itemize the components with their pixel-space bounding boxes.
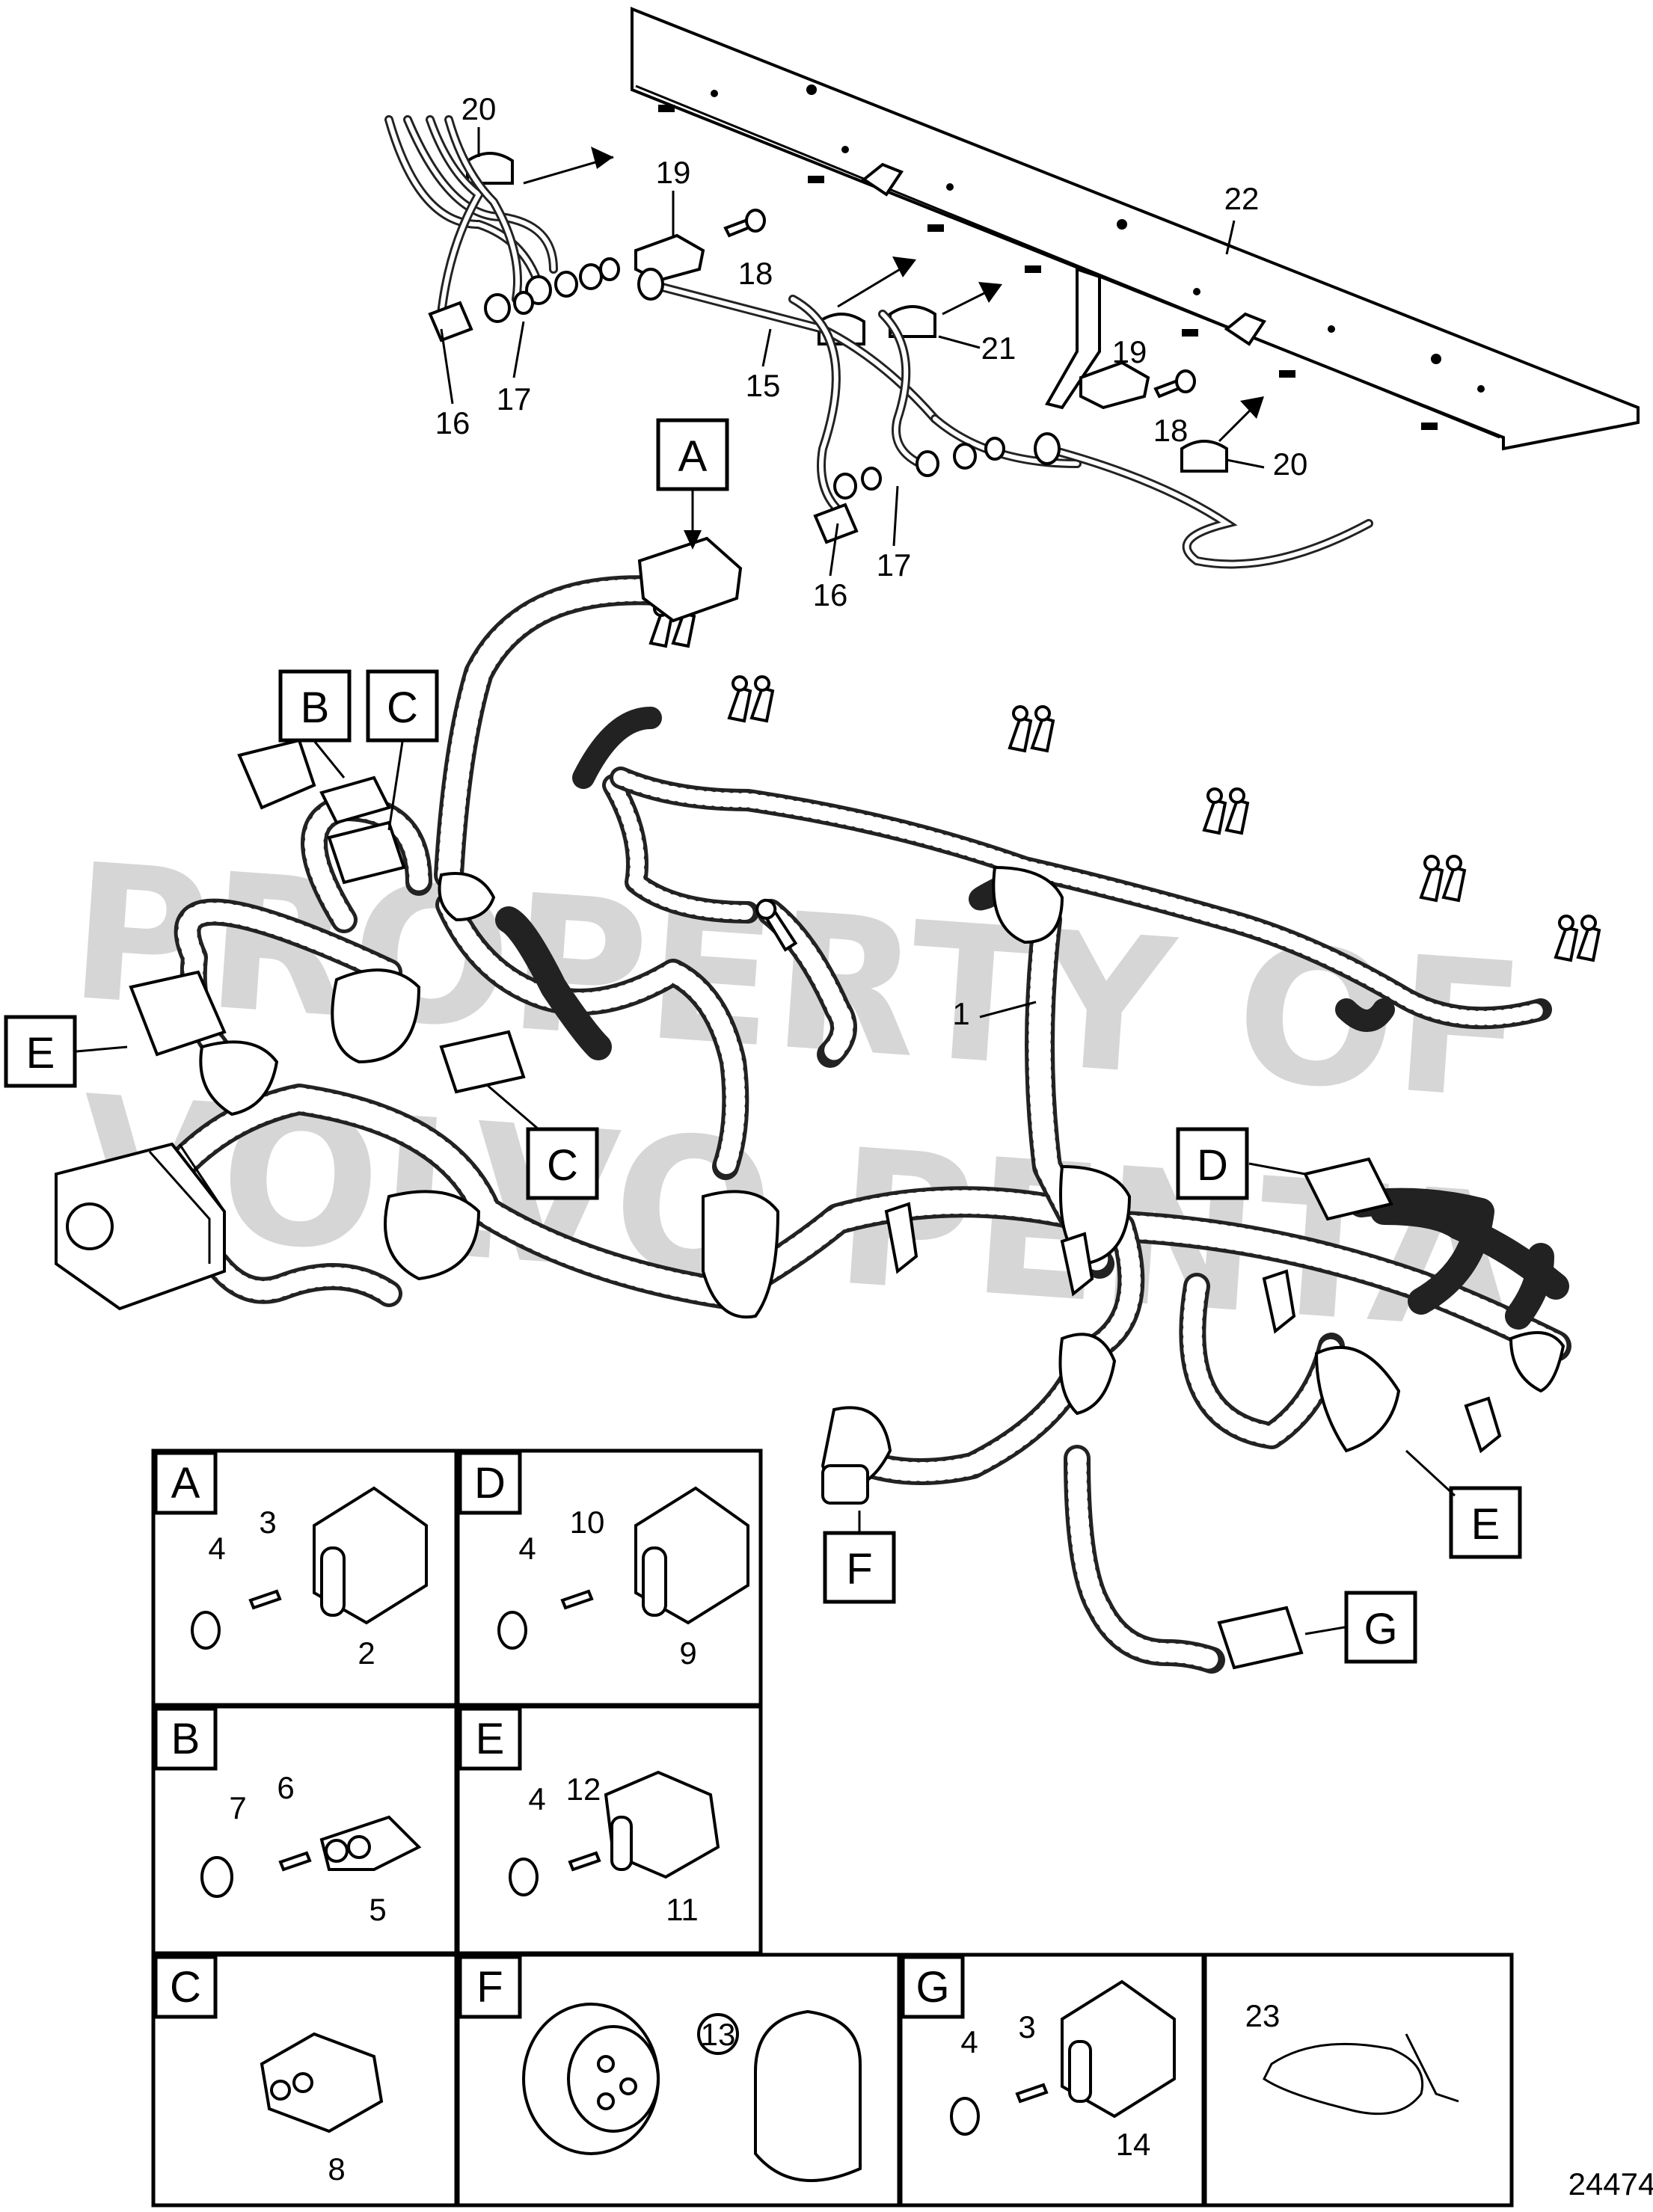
callout-a: A <box>656 418 729 550</box>
panel-b-letter: B <box>171 1715 200 1763</box>
panel-g-item-4: 4 <box>960 2024 978 2059</box>
label-15: 15 <box>746 368 781 403</box>
panel-g-item-3: 3 <box>1018 2009 1035 2044</box>
panel-e-letter: E <box>476 1715 505 1763</box>
label-21: 21 <box>981 331 1016 366</box>
panel-e-item-12: 12 <box>566 1772 601 1807</box>
svg-text:G: G <box>1364 1605 1397 1653</box>
panel-b-item-6: 6 <box>277 1770 294 1805</box>
cable-bundle-top <box>384 115 1373 569</box>
mounting-bracket <box>631 7 1640 451</box>
svg-text:B: B <box>301 683 330 732</box>
panel-a-letter: A <box>171 1459 200 1508</box>
figure-id: 24474 <box>1568 2166 1653 2202</box>
panel-a-item-3: 3 <box>259 1505 276 1540</box>
panel-b-item-7: 7 <box>229 1790 246 1825</box>
panel-b-item-5: 5 <box>369 1892 386 1927</box>
svg-text:A: A <box>678 432 708 481</box>
panel-23: 23 <box>1245 1998 1459 2116</box>
panel-c-item-8: 8 <box>328 2151 345 2187</box>
clip-group-top <box>466 147 1264 473</box>
panel-d-letter: D <box>474 1459 506 1508</box>
panel-d: D 4 10 9 <box>458 1451 749 1671</box>
svg-text:C: C <box>547 1141 578 1190</box>
panel-f-letter: F <box>476 1963 503 2012</box>
panel-e-item-4: 4 <box>528 1781 545 1816</box>
label-18a: 18 <box>738 256 773 291</box>
panel-e: E 4 12 11 <box>458 1706 720 1927</box>
label-20b: 20 <box>1273 446 1308 482</box>
panel-a-item-2: 2 <box>358 1635 375 1671</box>
callout-d: D <box>1176 1127 1306 1200</box>
panel-c-letter: C <box>170 1963 201 2012</box>
label-1: 1 <box>952 996 969 1031</box>
callout-e-right: E <box>1405 1449 1522 1559</box>
panel-g: G 4 3 14 <box>901 1955 1176 2162</box>
svg-text:E: E <box>26 1029 55 1078</box>
callouts: A B C C D E E <box>4 418 1522 1664</box>
callout-c-mid: C <box>485 1083 599 1200</box>
svg-text:C: C <box>387 683 418 732</box>
callout-f: F <box>823 1511 896 1604</box>
panel-a: A 4 3 2 <box>153 1451 428 1671</box>
label-22: 22 <box>1224 181 1260 216</box>
harness-connectors <box>55 536 1502 1670</box>
panel-a-item-4: 4 <box>208 1531 225 1566</box>
panel-b: B 7 6 5 <box>153 1706 422 1927</box>
panel-e-item-11: 11 <box>666 1892 699 1927</box>
label-16a: 16 <box>435 405 470 440</box>
brackets-and-bolts <box>634 209 1196 410</box>
panel-23-item: 23 <box>1245 1998 1281 2033</box>
panel-c: C 8 <box>153 1955 384 2187</box>
label-17b: 17 <box>877 547 912 583</box>
panel-d-item-10: 10 <box>570 1505 605 1540</box>
panel-f-item-13: 13 <box>701 2017 736 2052</box>
panel-d-item-4: 4 <box>518 1531 536 1566</box>
panel-d-item-9: 9 <box>679 1635 696 1671</box>
panel-g-letter: G <box>916 1963 949 2012</box>
label-17a: 17 <box>497 381 532 417</box>
label-19b: 19 <box>1112 334 1147 369</box>
label-18b: 18 <box>1153 413 1189 448</box>
svg-text:D: D <box>1197 1141 1228 1190</box>
panel-g-item-14: 14 <box>1116 2127 1151 2162</box>
svg-text:F: F <box>846 1545 872 1594</box>
part-labels-top: 20 19 18 22 21 15 16 17 19 18 20 16 17 1 <box>435 91 1308 1031</box>
callout-c-top: C <box>366 669 439 831</box>
svg-text:E: E <box>1471 1500 1500 1549</box>
injector-connectors <box>648 600 1601 962</box>
main-harness <box>119 568 1571 1674</box>
panel-f: F 13 <box>458 1955 862 2182</box>
callout-e-left: E <box>4 1015 128 1088</box>
label-19a: 19 <box>656 155 691 190</box>
label-16b: 16 <box>813 577 848 612</box>
label-20a: 20 <box>461 91 497 126</box>
detail-panels: A 4 3 2 D 4 10 9 B <box>151 1448 1514 2208</box>
callout-g: G <box>1304 1591 1417 1664</box>
callout-b: B <box>278 669 352 778</box>
